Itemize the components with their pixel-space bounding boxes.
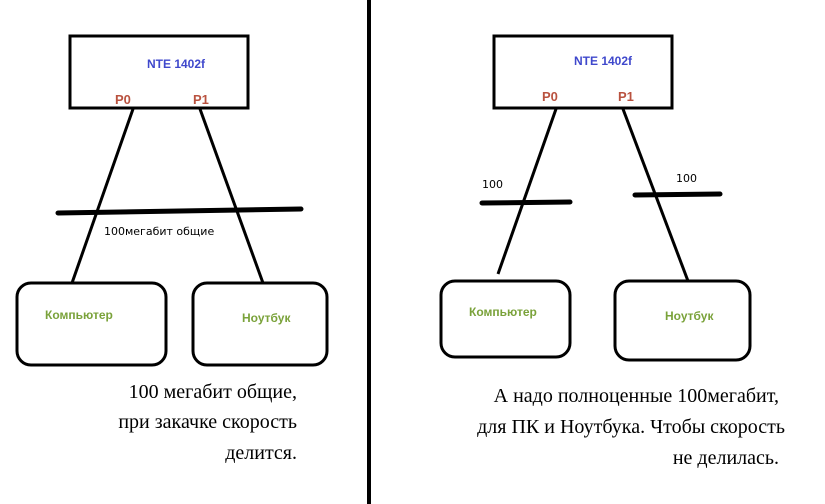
caption-line-1: А надо полноценные 100мегабит, xyxy=(494,385,779,407)
port-p0: P0 xyxy=(542,89,558,104)
computer-label: Компьютер xyxy=(45,308,113,322)
caption-line-2: при закачке скорость xyxy=(118,411,297,433)
shared-bandwidth-bar xyxy=(55,206,304,216)
laptop-label: Ноутбук xyxy=(242,311,291,325)
router-label: NTE 1402f xyxy=(574,54,633,68)
bandwidth-label-laptop: 100 xyxy=(676,172,697,185)
router-box xyxy=(492,34,674,110)
laptop-box xyxy=(613,279,752,362)
router-label: NTE 1402f xyxy=(147,57,206,71)
laptop-label: Ноутбук xyxy=(665,309,714,323)
shared-bandwidth-label: 100мегабит общие xyxy=(104,225,214,238)
laptop-box xyxy=(191,281,329,367)
caption-line-1: 100 мегабит общие, xyxy=(129,381,297,403)
cable-computer xyxy=(496,108,558,275)
computer-label: Компьютер xyxy=(469,305,537,319)
port-p1: P1 xyxy=(618,89,634,104)
router-box xyxy=(68,34,250,110)
bandwidth-bar-laptop xyxy=(632,191,723,198)
bandwidth-bar-computer xyxy=(479,199,573,206)
bandwidth-label-computer: 100 xyxy=(482,178,503,191)
computer-box xyxy=(439,279,572,359)
port-p0: P0 xyxy=(115,92,131,107)
right-panel: NTE 1402f P0 P1 100 100 Компьютер Ноутбу… xyxy=(439,34,785,469)
port-p1: P1 xyxy=(193,92,209,107)
caption-line-3: не делилась. xyxy=(673,447,779,469)
caption-line-3: делится. xyxy=(225,442,297,464)
cable-laptop xyxy=(198,108,265,284)
caption-line-2: для ПК и Ноутбука. Чтобы скорость xyxy=(477,416,785,438)
computer-box xyxy=(15,281,168,367)
left-panel: NTE 1402f P0 P1 100мегабит общие Компьют… xyxy=(15,34,329,464)
cable-computer xyxy=(70,108,135,284)
